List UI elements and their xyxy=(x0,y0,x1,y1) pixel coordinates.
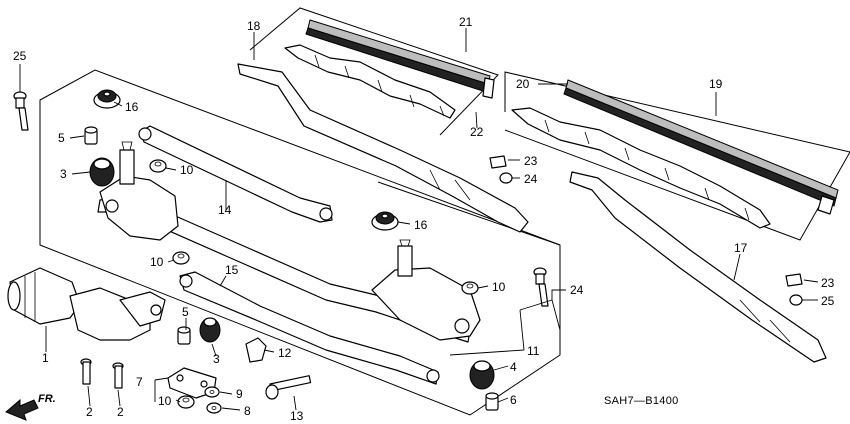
linkage-rod-15 xyxy=(179,271,440,385)
callout-label: 9 xyxy=(236,387,243,401)
grommet-16-left xyxy=(93,89,121,109)
washer-9 xyxy=(204,386,220,398)
bush-3-left xyxy=(89,157,115,187)
wiper-arm-right xyxy=(569,171,827,363)
bush-4 xyxy=(469,360,495,390)
callout-label: 21 xyxy=(459,15,473,29)
bolt-2-a xyxy=(80,358,92,385)
callout-label: 16 xyxy=(125,100,139,114)
nut-25-right xyxy=(789,294,803,306)
callout-label: 1 xyxy=(42,351,49,365)
callout-label: 10 xyxy=(150,255,164,269)
callout-label: 24 xyxy=(570,283,584,297)
bolt-23-right xyxy=(533,267,549,307)
wiper-blade-right xyxy=(511,79,839,229)
pivot-left xyxy=(99,141,179,241)
callout-label: 15 xyxy=(225,263,239,277)
nut-10-b xyxy=(172,251,190,265)
callout-label: 5 xyxy=(182,305,189,319)
callout-label: 14 xyxy=(218,203,232,217)
callout-label: 7 xyxy=(136,375,143,389)
grommet-16-right xyxy=(371,211,399,231)
callout-label: 10 xyxy=(158,394,172,408)
bolt-13 xyxy=(265,375,312,400)
callout-label: 17 xyxy=(734,241,748,255)
callout-label: 2 xyxy=(117,405,124,419)
callout-label: 24 xyxy=(524,172,538,186)
nut-8 xyxy=(206,402,222,414)
leader-lines xyxy=(19,28,819,411)
wiper-arm-left xyxy=(237,63,529,233)
left-blade-frame xyxy=(249,7,499,136)
direction-label: FR. xyxy=(38,393,56,405)
linkage-assembly-frame-inner xyxy=(377,181,561,246)
cap-12 xyxy=(245,337,267,363)
callout-label: 10 xyxy=(180,163,194,177)
callout-label: 23 xyxy=(821,276,835,290)
cap-24-left xyxy=(489,155,507,169)
nut-25-left xyxy=(499,172,513,184)
callout-labels: 25 16 5 3 10 14 10 15 16 10 24 11 4 6 1 … xyxy=(13,15,835,423)
callout-label: 20 xyxy=(516,77,530,91)
right-blade-frame xyxy=(504,71,850,241)
callout-label: 5 xyxy=(58,131,65,145)
callout-label: 6 xyxy=(510,393,517,407)
callout-label: 10 xyxy=(492,280,506,294)
front-direction-arrow-icon: FR. xyxy=(5,393,56,421)
callout-label: 2 xyxy=(86,405,93,419)
callout-label: 4 xyxy=(510,360,517,374)
callout-label: 25 xyxy=(821,294,835,308)
pivot-right xyxy=(371,239,481,341)
callout-label: 23 xyxy=(524,154,538,168)
diagram-code: SAH7—B1400 xyxy=(604,395,679,407)
cap-24-right xyxy=(785,273,803,287)
callout-label: 25 xyxy=(13,49,27,63)
callout-label: 22 xyxy=(470,125,484,139)
callout-label: 3 xyxy=(60,167,67,181)
collar-5-upper xyxy=(84,126,98,145)
callout-label: 19 xyxy=(709,77,723,91)
linkage-assembly-frame xyxy=(39,69,561,416)
callout-label: 3 xyxy=(213,352,220,366)
callout-label: 11 xyxy=(527,344,540,358)
nut-10-c xyxy=(461,281,479,295)
callout-label: 16 xyxy=(414,218,428,232)
bolt-23-left xyxy=(13,91,29,131)
bush-3-lower xyxy=(199,317,221,343)
bolt-2-b xyxy=(112,362,124,389)
callout-label: 18 xyxy=(247,19,261,33)
callout-label: 8 xyxy=(244,404,251,418)
collar-6 xyxy=(485,392,499,411)
nut-10-a xyxy=(149,159,167,173)
callout-label: 13 xyxy=(290,409,304,423)
callout-label: 12 xyxy=(278,346,292,360)
wiper-blade-left xyxy=(284,19,495,119)
nut-10-d xyxy=(177,395,195,409)
wiper-motor xyxy=(7,267,166,341)
linkage-rod-14 xyxy=(138,125,333,223)
collar-5-lower xyxy=(177,326,191,345)
